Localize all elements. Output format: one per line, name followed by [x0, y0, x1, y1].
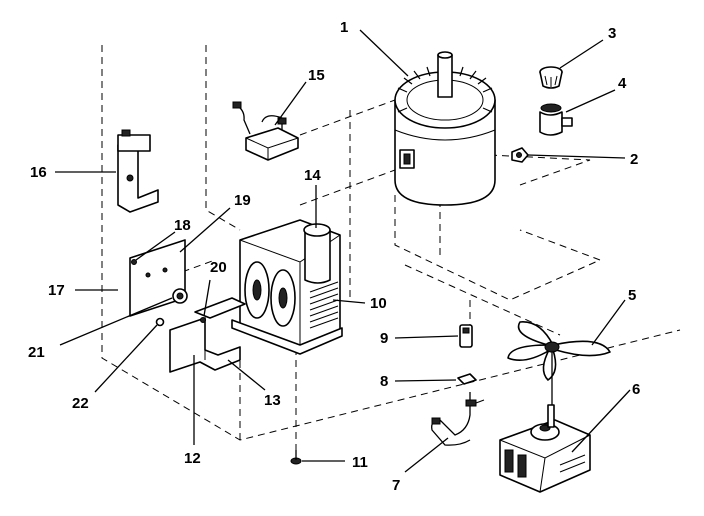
clip-part-20	[200, 317, 206, 323]
cap-part-3	[539, 66, 563, 89]
board-terminal-part-18	[131, 259, 137, 265]
label-part-4: 4	[618, 75, 627, 92]
label-part-20: 20	[210, 259, 227, 276]
fan-motor-part-6	[499, 404, 591, 493]
label-part-13: 13	[264, 392, 281, 409]
mounting-bracket-part-12	[169, 317, 241, 373]
assembly-guide-lines	[101, 45, 681, 450]
fuse-part-9	[459, 324, 473, 348]
capacitor-part-14	[303, 223, 331, 284]
switch-bracket-part-16	[117, 129, 159, 213]
nut-part-2	[511, 147, 529, 163]
label-part-1: 1	[340, 19, 348, 36]
connector-part-15	[232, 101, 299, 161]
label-part-8: 8	[380, 373, 388, 390]
motor-part-1	[394, 51, 496, 206]
coupler-part-4	[539, 103, 573, 136]
label-part-2: 2	[630, 151, 638, 168]
label-part-19: 19	[234, 192, 251, 209]
bracket-part-8	[457, 373, 477, 385]
label-part-11: 11	[352, 454, 368, 471]
screw-part-22	[155, 317, 165, 327]
label-part-18: 18	[174, 217, 191, 234]
wire-harness-part-7	[431, 392, 485, 446]
label-part-6: 6	[632, 381, 640, 398]
fan-blade-part-5	[507, 321, 611, 405]
label-part-10: 10	[370, 295, 387, 312]
label-part-5: 5	[628, 287, 636, 304]
label-part-12: 12	[184, 450, 201, 467]
label-part-17: 17	[48, 282, 65, 299]
label-part-3: 3	[608, 25, 616, 42]
mounting-plate-part-13	[194, 297, 246, 319]
label-part-9: 9	[380, 330, 388, 347]
screw-part-11	[290, 450, 302, 465]
leader-lines	[55, 29, 631, 473]
label-part-7: 7	[392, 477, 400, 494]
label-part-22: 22	[72, 395, 89, 412]
label-part-21: 21	[28, 344, 45, 361]
transformer-winding-lines	[309, 281, 339, 329]
label-part-15: 15	[308, 67, 325, 84]
label-part-14: 14	[304, 167, 321, 184]
motor-cooling-fins	[397, 66, 493, 113]
knob-part-21	[172, 288, 188, 304]
label-part-16: 16	[30, 164, 47, 181]
part-number-labels: 1 2 3 4 5 6 7 8 9 10 11 12 13 14 15 16 1…	[28, 19, 640, 494]
